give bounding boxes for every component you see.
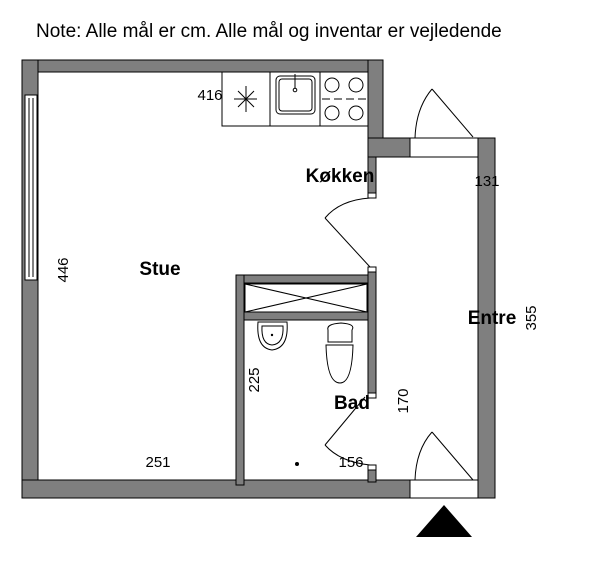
- entrance-arrow-icon: [416, 505, 472, 537]
- dim-kitchen-width: 416: [197, 87, 222, 104]
- room-label-living: Stue: [139, 259, 180, 280]
- dim-entrance-width: 131: [474, 173, 499, 190]
- dim-living-width: 251: [145, 454, 170, 471]
- toilet-icon: [325, 322, 354, 384]
- sink-icon: [275, 74, 316, 115]
- door-kitchen-entre[interactable]: [324, 192, 377, 273]
- window: [24, 94, 38, 281]
- entry-door-frame-top: [409, 137, 479, 158]
- dim-bath-width: 156: [338, 454, 363, 471]
- door-entry-bottom[interactable]: [414, 431, 474, 481]
- room-label-kitchen: Køkken: [306, 166, 375, 187]
- dim-bath-height: 170: [395, 388, 412, 413]
- stove-icon: [322, 77, 366, 121]
- kitchen-counter: [221, 71, 369, 127]
- fridge-icon: [234, 86, 257, 112]
- plan-note: Note: Alle mål er cm. Alle mål og invent…: [36, 21, 502, 42]
- shower: [244, 283, 368, 313]
- room-label-entrance: Entre: [468, 308, 517, 329]
- entry-door-frame-bottom: [409, 479, 479, 499]
- dim-bath-wall: 225: [246, 367, 263, 392]
- walls: [21, 59, 496, 499]
- floor-drain-icon: [295, 462, 299, 466]
- door-entry-top[interactable]: [414, 88, 474, 139]
- washbasin-icon: [257, 321, 288, 351]
- room-label-bath: Bad: [334, 393, 370, 414]
- door-bath[interactable]: [324, 392, 377, 471]
- dim-living-height: 446: [55, 257, 72, 282]
- dim-entrance-height: 355: [523, 305, 540, 330]
